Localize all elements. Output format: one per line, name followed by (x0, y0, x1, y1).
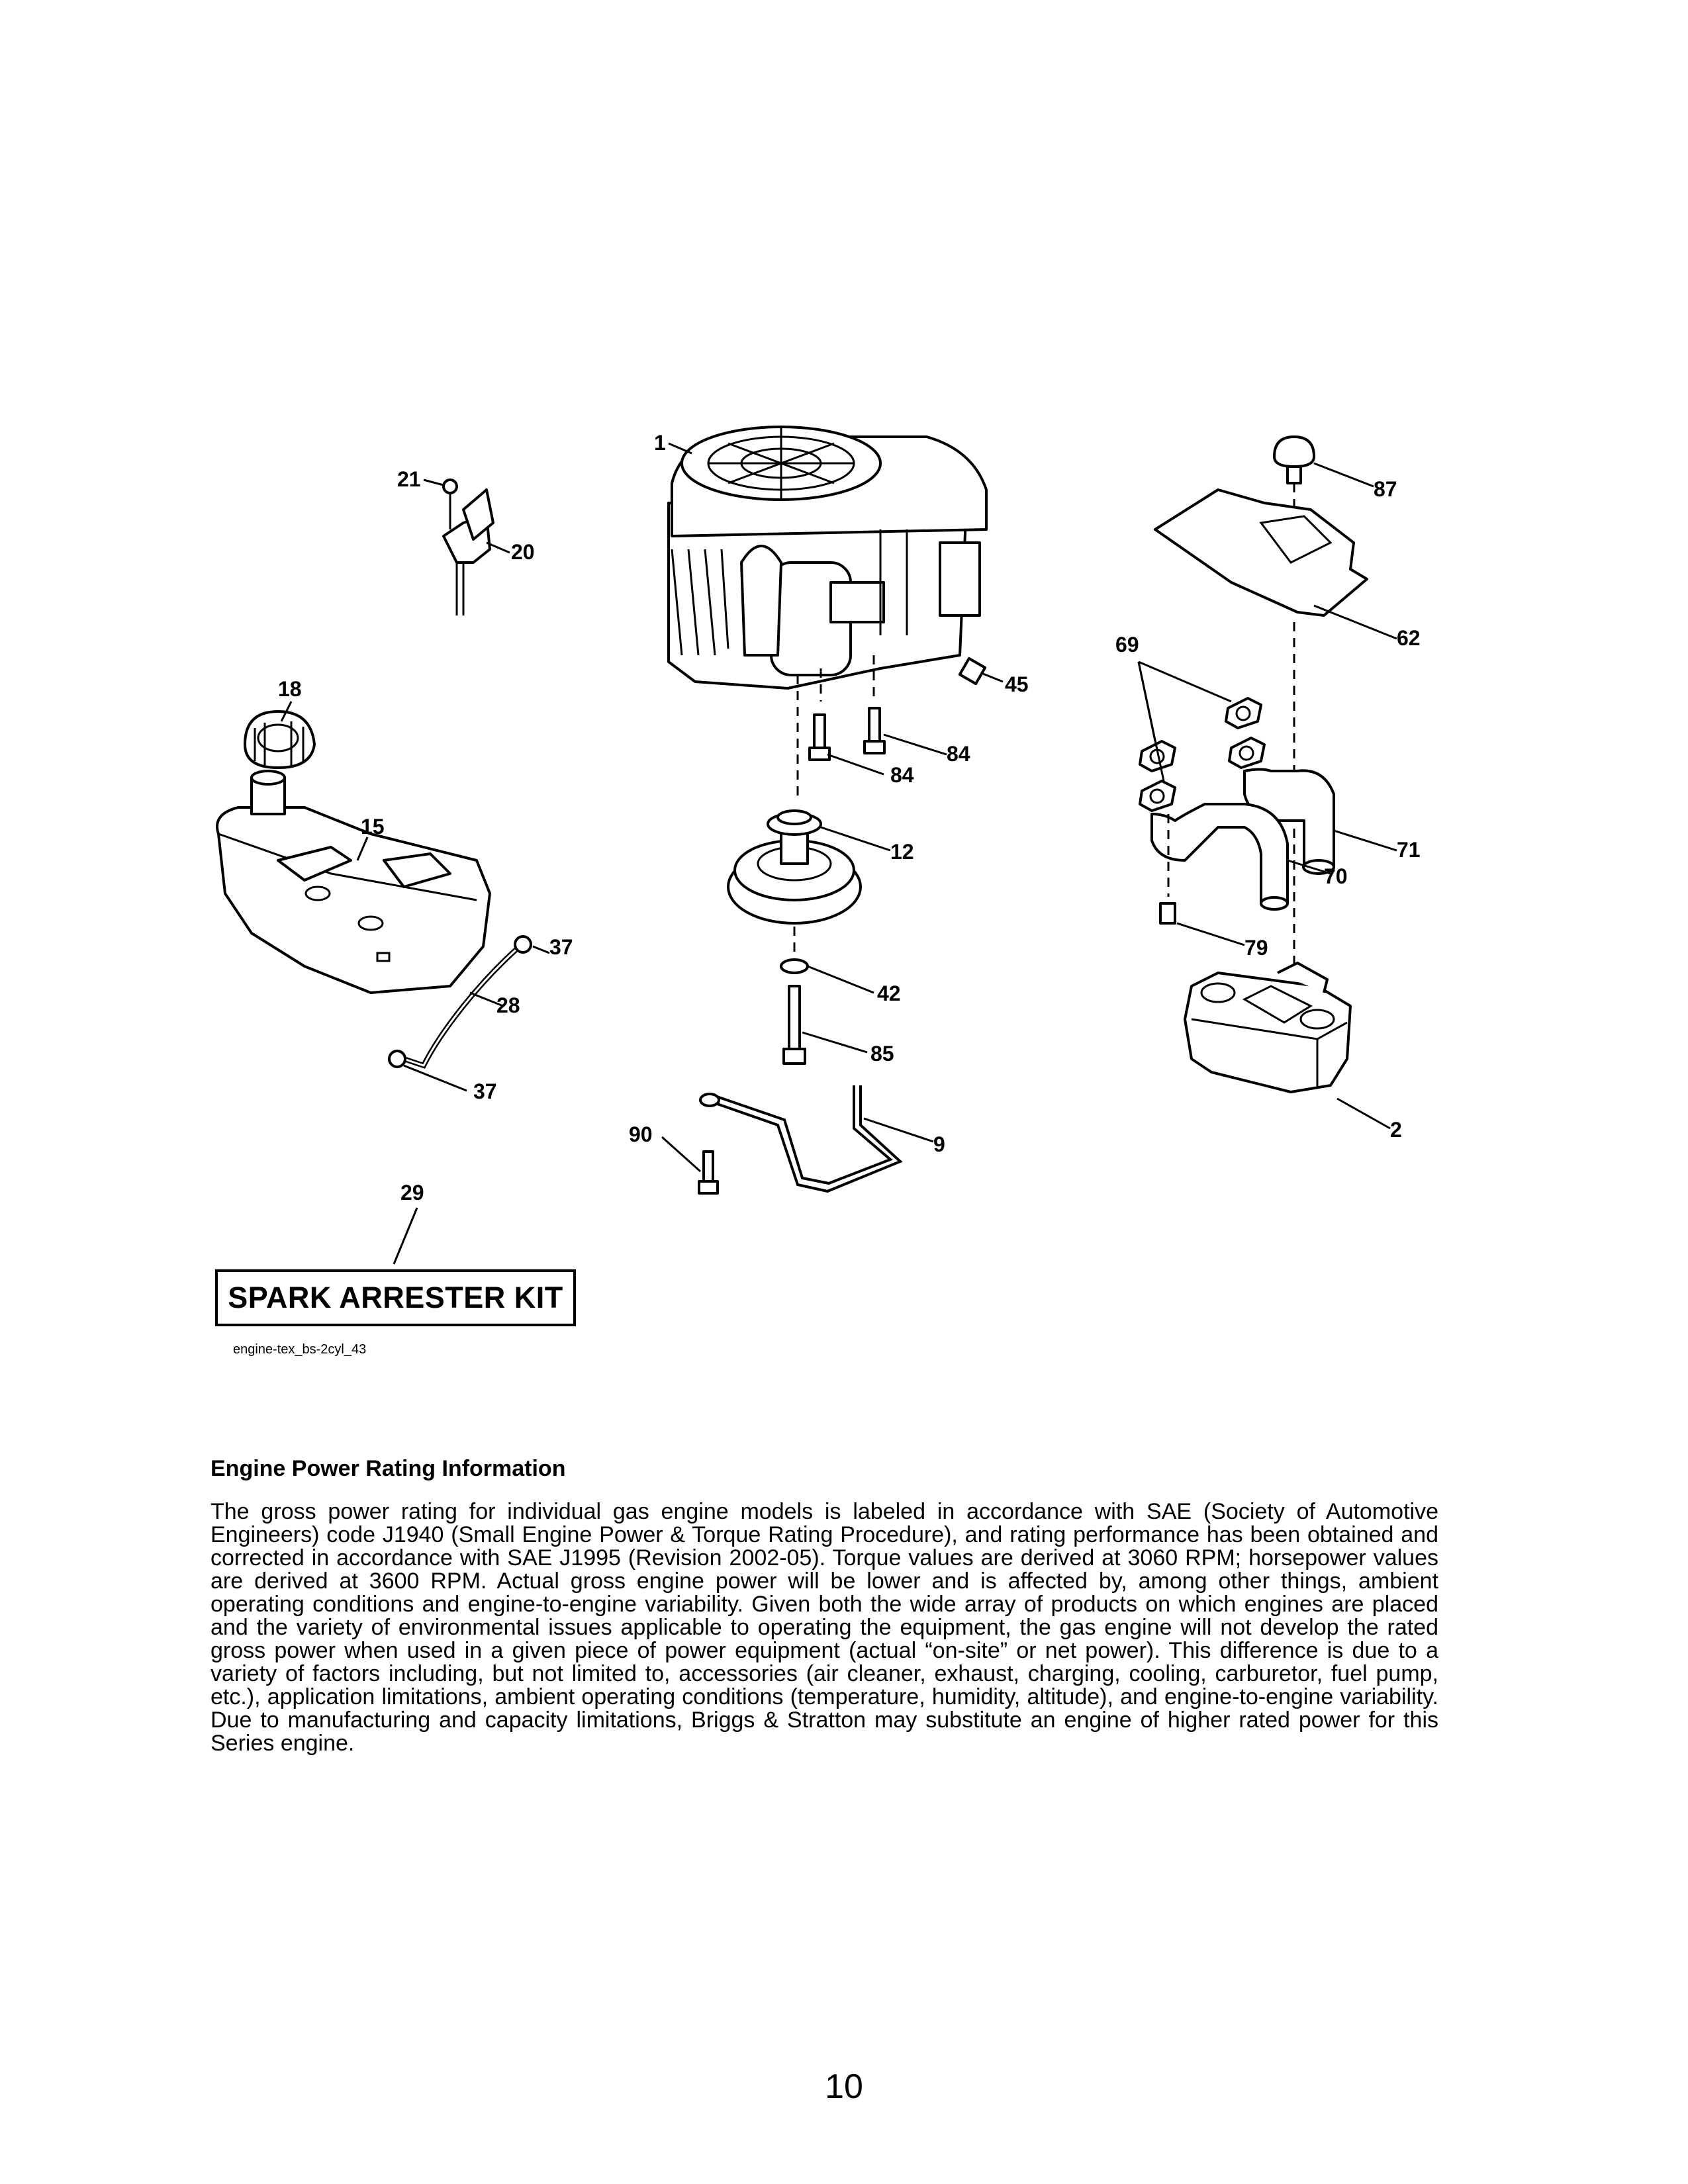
leader-1 (668, 442, 692, 455)
muffler-2 (1184, 962, 1352, 1093)
throttle-control-20 (442, 488, 494, 615)
callout-90: 90 (629, 1122, 653, 1146)
callout-87: 87 (1374, 477, 1397, 501)
engine (667, 426, 988, 690)
spark-arrester-kit-label: SPARK ARRESTER KIT (228, 1281, 563, 1314)
fuel-cap-18 (244, 710, 316, 769)
callout-15: 15 (361, 815, 385, 839)
callout-12: 12 (890, 840, 914, 864)
bolt-84-right (863, 707, 886, 754)
screw-21 (442, 478, 458, 529)
fuel-tank-15 (216, 770, 491, 994)
washer-42 (780, 958, 809, 974)
callout-28: 28 (496, 993, 520, 1017)
callout-71: 71 (1397, 838, 1421, 862)
section-heading: Engine Power Rating Information (211, 1456, 566, 1481)
knob-87 (1273, 435, 1315, 484)
callout-79: 79 (1244, 936, 1268, 960)
callout-85: 85 (870, 1042, 894, 1066)
callout-42: 42 (877, 981, 901, 1005)
bolt-79 (1159, 902, 1176, 925)
callout-20: 20 (511, 540, 535, 564)
callout-62: 62 (1397, 626, 1421, 650)
bracket-9 (699, 1085, 903, 1193)
callout-37-upper: 37 (549, 935, 573, 959)
callout-84-left: 84 (890, 763, 914, 787)
callout-9: 9 (933, 1132, 945, 1156)
callout-29: 29 (400, 1181, 424, 1205)
gaskets-69 (1139, 697, 1266, 812)
bolt-90 (698, 1150, 719, 1195)
heat-shield-62 (1154, 488, 1368, 617)
spark-arrester-kit-box: SPARK ARRESTER KIT (215, 1269, 576, 1326)
callout-37-lower: 37 (473, 1079, 497, 1103)
callout-45: 45 (1005, 672, 1029, 696)
page-number: 10 (825, 2068, 863, 2106)
callout-69: 69 (1115, 633, 1139, 657)
figure-id: engine-tex_bs-2cyl_43 (233, 1342, 367, 1357)
engine-power-rating-section: Engine Power Rating Information The gros… (211, 1456, 1438, 1755)
callout-21: 21 (397, 467, 421, 491)
bolt-84-left (808, 713, 831, 761)
clamp-37-lower (388, 1050, 406, 1068)
callout-70: 70 (1324, 864, 1348, 888)
pulley-12 (727, 809, 862, 925)
callout-84-right: 84 (947, 742, 970, 766)
exhaust-pipe-70 (1150, 803, 1289, 911)
section-body: The gross power rating for individual ga… (211, 1499, 1438, 1756)
callout-2: 2 (1390, 1118, 1402, 1142)
callout-18: 18 (278, 677, 302, 701)
clamp-37-upper (514, 935, 532, 954)
bolt-85 (782, 985, 806, 1065)
callout-1: 1 (654, 431, 666, 455)
nut-45 (958, 657, 987, 686)
